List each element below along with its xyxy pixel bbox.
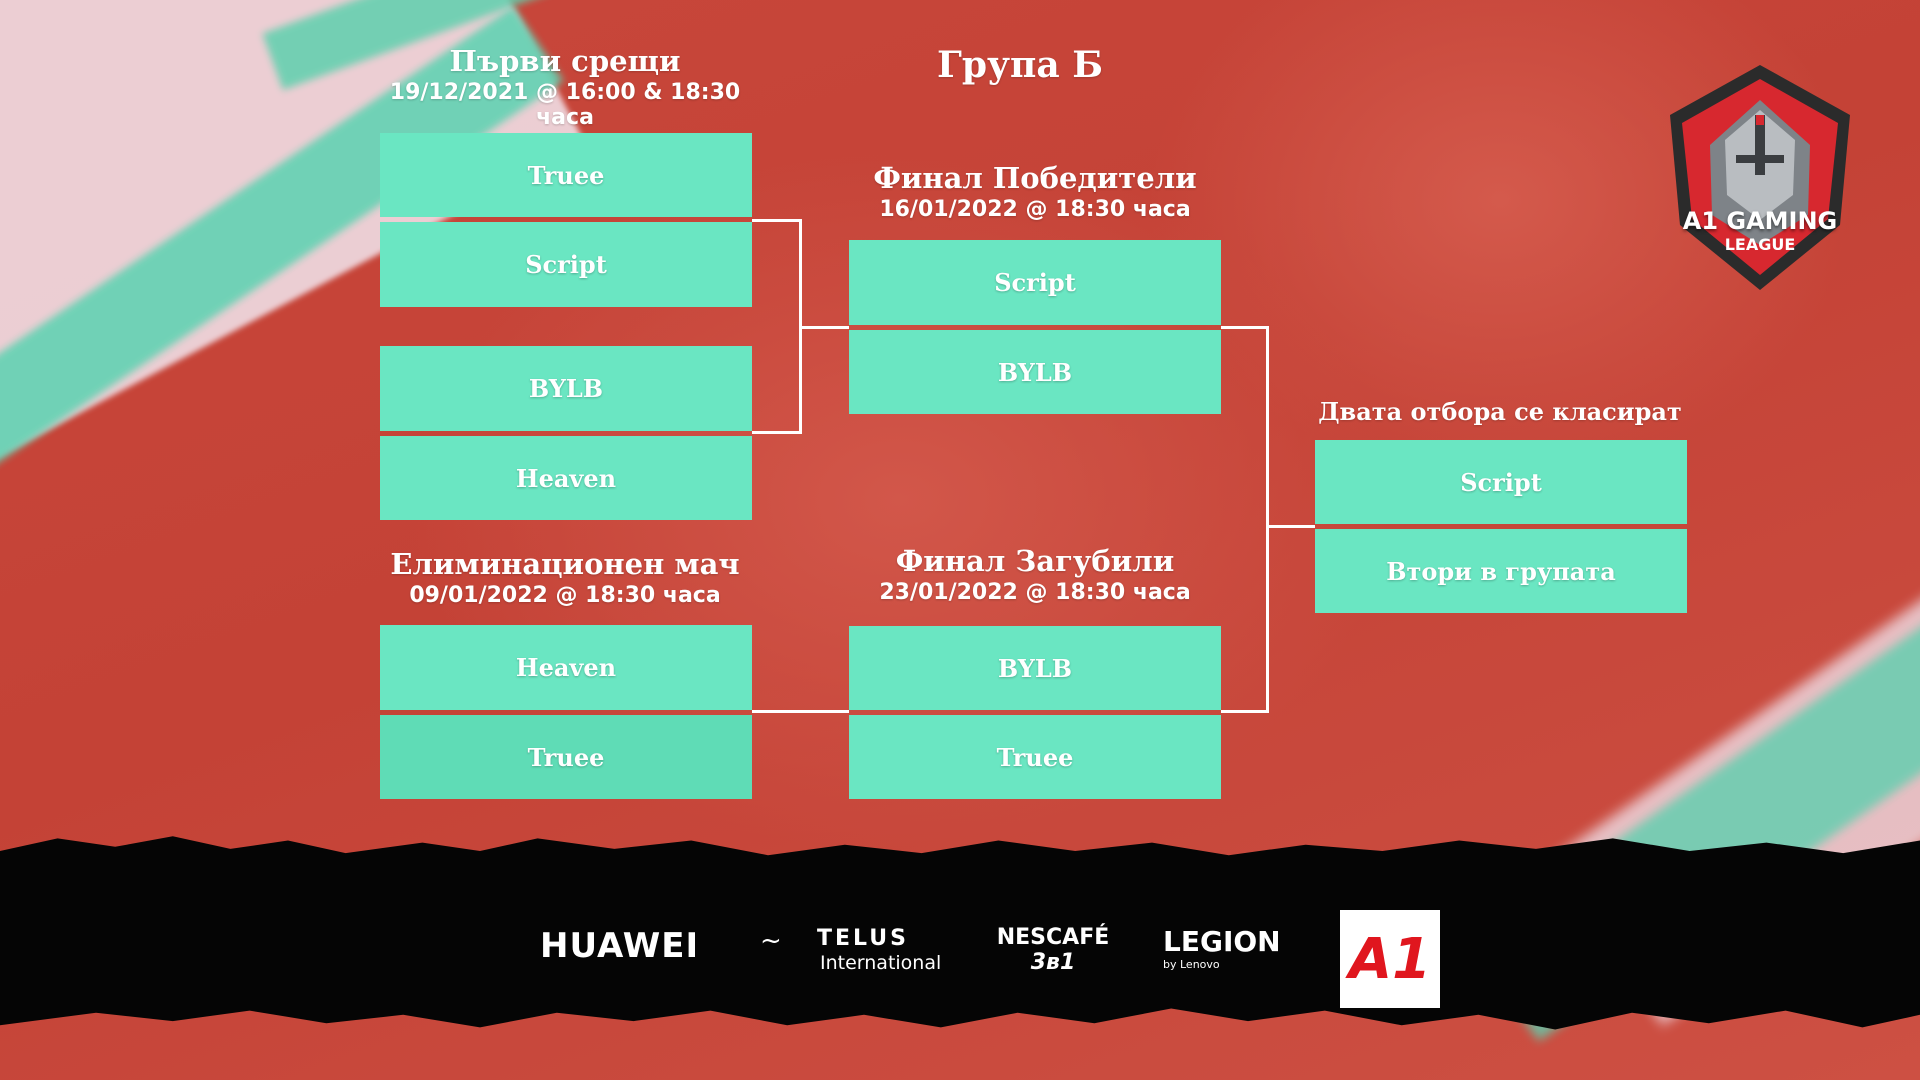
footer-band	[0, 836, 1920, 1030]
team-box[interactable]: Script	[380, 222, 752, 307]
team-box[interactable]: Truee	[380, 133, 752, 217]
team-box[interactable]: BYLB	[380, 346, 752, 431]
losers-final-title: Финал Загубили	[895, 544, 1175, 578]
knight-helmet-icon	[1670, 65, 1850, 290]
legion-name: LEGION	[1163, 925, 1281, 958]
telus-swoosh-icon: ~	[760, 926, 782, 956]
team-box[interactable]: Truee	[380, 715, 752, 799]
winners-final-header: Финал Победители 16/01/2022 @ 18:30 часа	[820, 161, 1250, 222]
bracket-connector	[752, 219, 802, 222]
first-matches-date: 19/12/2021 @ 16:00 & 18:30 часа	[389, 80, 741, 130]
a1-logo-text: A1	[1348, 926, 1432, 992]
league-logo-line1: A1 GAMING	[1682, 207, 1838, 235]
first-matches-title: Първи срещи	[449, 44, 681, 78]
first-matches-header: Първи срещи 19/12/2021 @ 16:00 & 18:30 ч…	[360, 44, 770, 130]
bracket-connector	[1266, 525, 1315, 528]
huawei-logo: HUAWEI	[540, 926, 700, 966]
qualified-title: Двата отбора се класират	[1318, 397, 1682, 426]
nescafe-name: NESCAFÉ	[996, 925, 1110, 950]
elimination-date: 09/01/2022 @ 18:30 часа	[409, 583, 721, 608]
nescafe-logo: NESCAFÉ 3в1	[988, 925, 1118, 985]
team-box[interactable]: Truee	[849, 715, 1221, 799]
legion-logo: LEGION by Lenovo	[1163, 925, 1303, 985]
bracket-connector	[1221, 710, 1268, 713]
team-box[interactable]: BYLB	[849, 626, 1221, 710]
league-logo: A1 GAMING LEAGUE	[1650, 45, 1870, 305]
telus-name: TELUS	[817, 926, 909, 951]
bracket-connector	[1221, 326, 1268, 329]
elimination-header: Елиминационен мач 09/01/2022 @ 18:30 час…	[370, 547, 760, 608]
team-box[interactable]: Heaven	[380, 625, 752, 710]
telus-logo: ~ TELUS International	[760, 920, 942, 980]
group-title: Група Б	[936, 44, 1104, 86]
team-box[interactable]: Втори в групата	[1315, 529, 1687, 613]
nescafe-sub: 3в1	[1030, 950, 1076, 975]
team-box[interactable]: Heaven	[380, 436, 752, 520]
legion-sub: by Lenovo	[1163, 958, 1220, 971]
league-logo-line2: LEAGUE	[1724, 235, 1796, 254]
team-box[interactable]: Script	[1315, 440, 1687, 524]
team-box[interactable]: BYLB	[849, 330, 1221, 414]
bracket-connector	[752, 710, 849, 713]
losers-final-date: 23/01/2022 @ 18:30 часа	[879, 580, 1191, 605]
losers-final-header: Финал Загубили 23/01/2022 @ 18:30 часа	[830, 544, 1240, 605]
telus-sub: International	[820, 952, 942, 974]
elimination-title: Елиминационен мач	[390, 547, 740, 581]
team-box[interactable]: Script	[849, 240, 1221, 325]
bracket-connector	[752, 431, 802, 434]
winners-final-date: 16/01/2022 @ 18:30 часа	[879, 197, 1191, 222]
bracket-connector	[799, 326, 849, 329]
bracket-connector	[1266, 326, 1269, 713]
a1-logo: A1	[1340, 910, 1440, 1008]
winners-final-title: Финал Победители	[873, 161, 1197, 195]
